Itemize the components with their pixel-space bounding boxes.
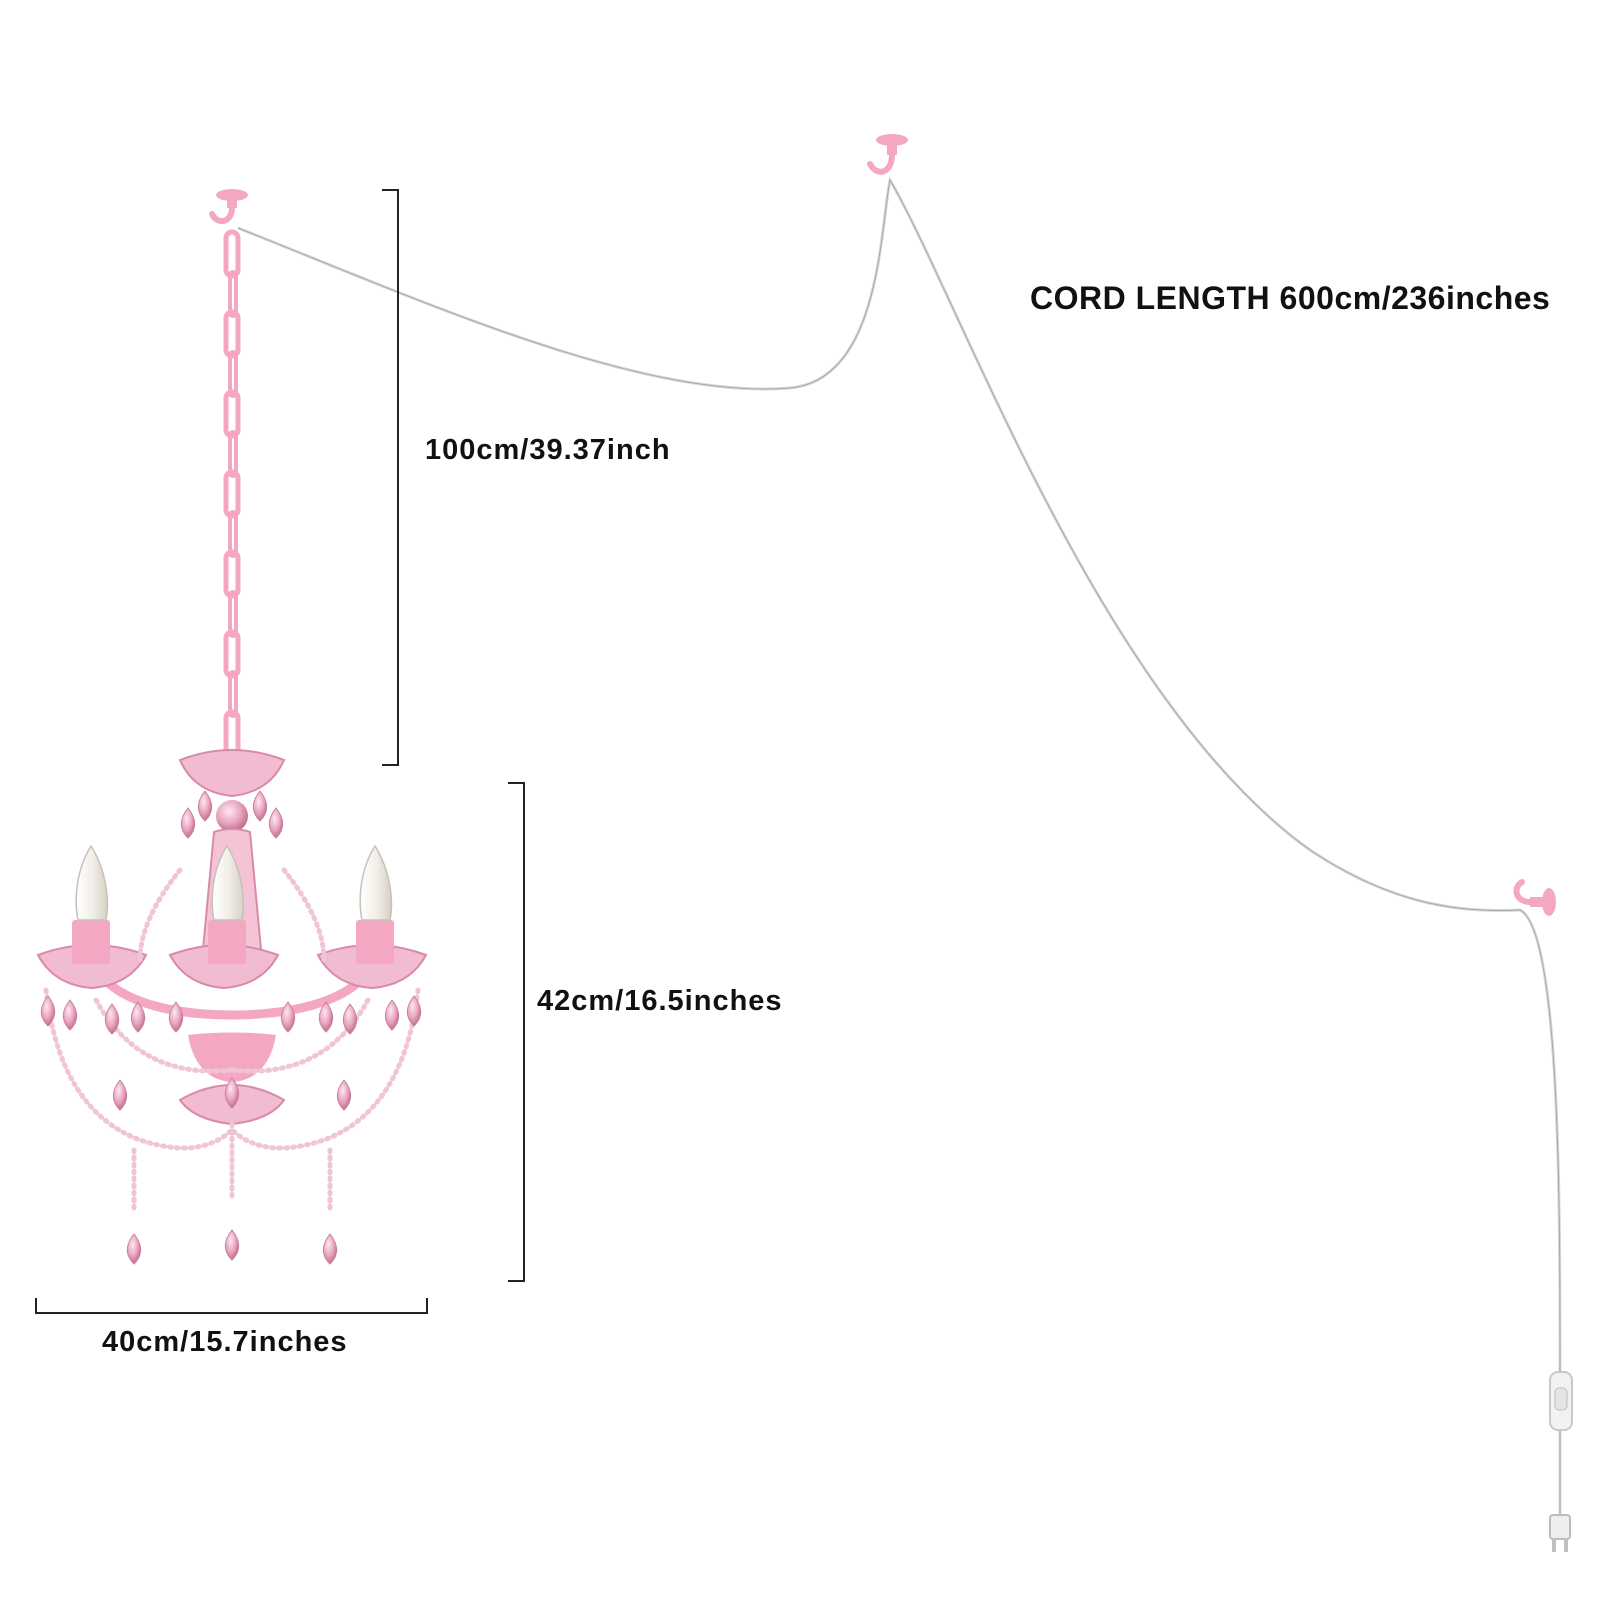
plug-icon	[1549, 1514, 1571, 1552]
pink-crystal-chandelier	[36, 749, 428, 1265]
chandelier-height-label: 42cm/16.5inches	[537, 985, 783, 1017]
chain-length-bracket	[382, 189, 399, 766]
ceiling-hook-icon	[209, 189, 248, 225]
height-bracket	[508, 782, 525, 1282]
power-cord	[237, 175, 1562, 1520]
ceiling-hook-icon	[867, 134, 908, 175]
ceiling-hook-icon	[1513, 879, 1556, 916]
width-bracket	[35, 1298, 428, 1314]
dimension-lines	[35, 189, 525, 1314]
chain	[223, 229, 241, 759]
inline-switch-icon	[1549, 1371, 1573, 1431]
chandelier-width-label: 40cm/15.7inches	[102, 1326, 348, 1358]
cord-length-label: CORD LENGTH 600cm/236inches	[1030, 280, 1551, 316]
chain-length-label: 100cm/39.37inch	[425, 434, 671, 466]
